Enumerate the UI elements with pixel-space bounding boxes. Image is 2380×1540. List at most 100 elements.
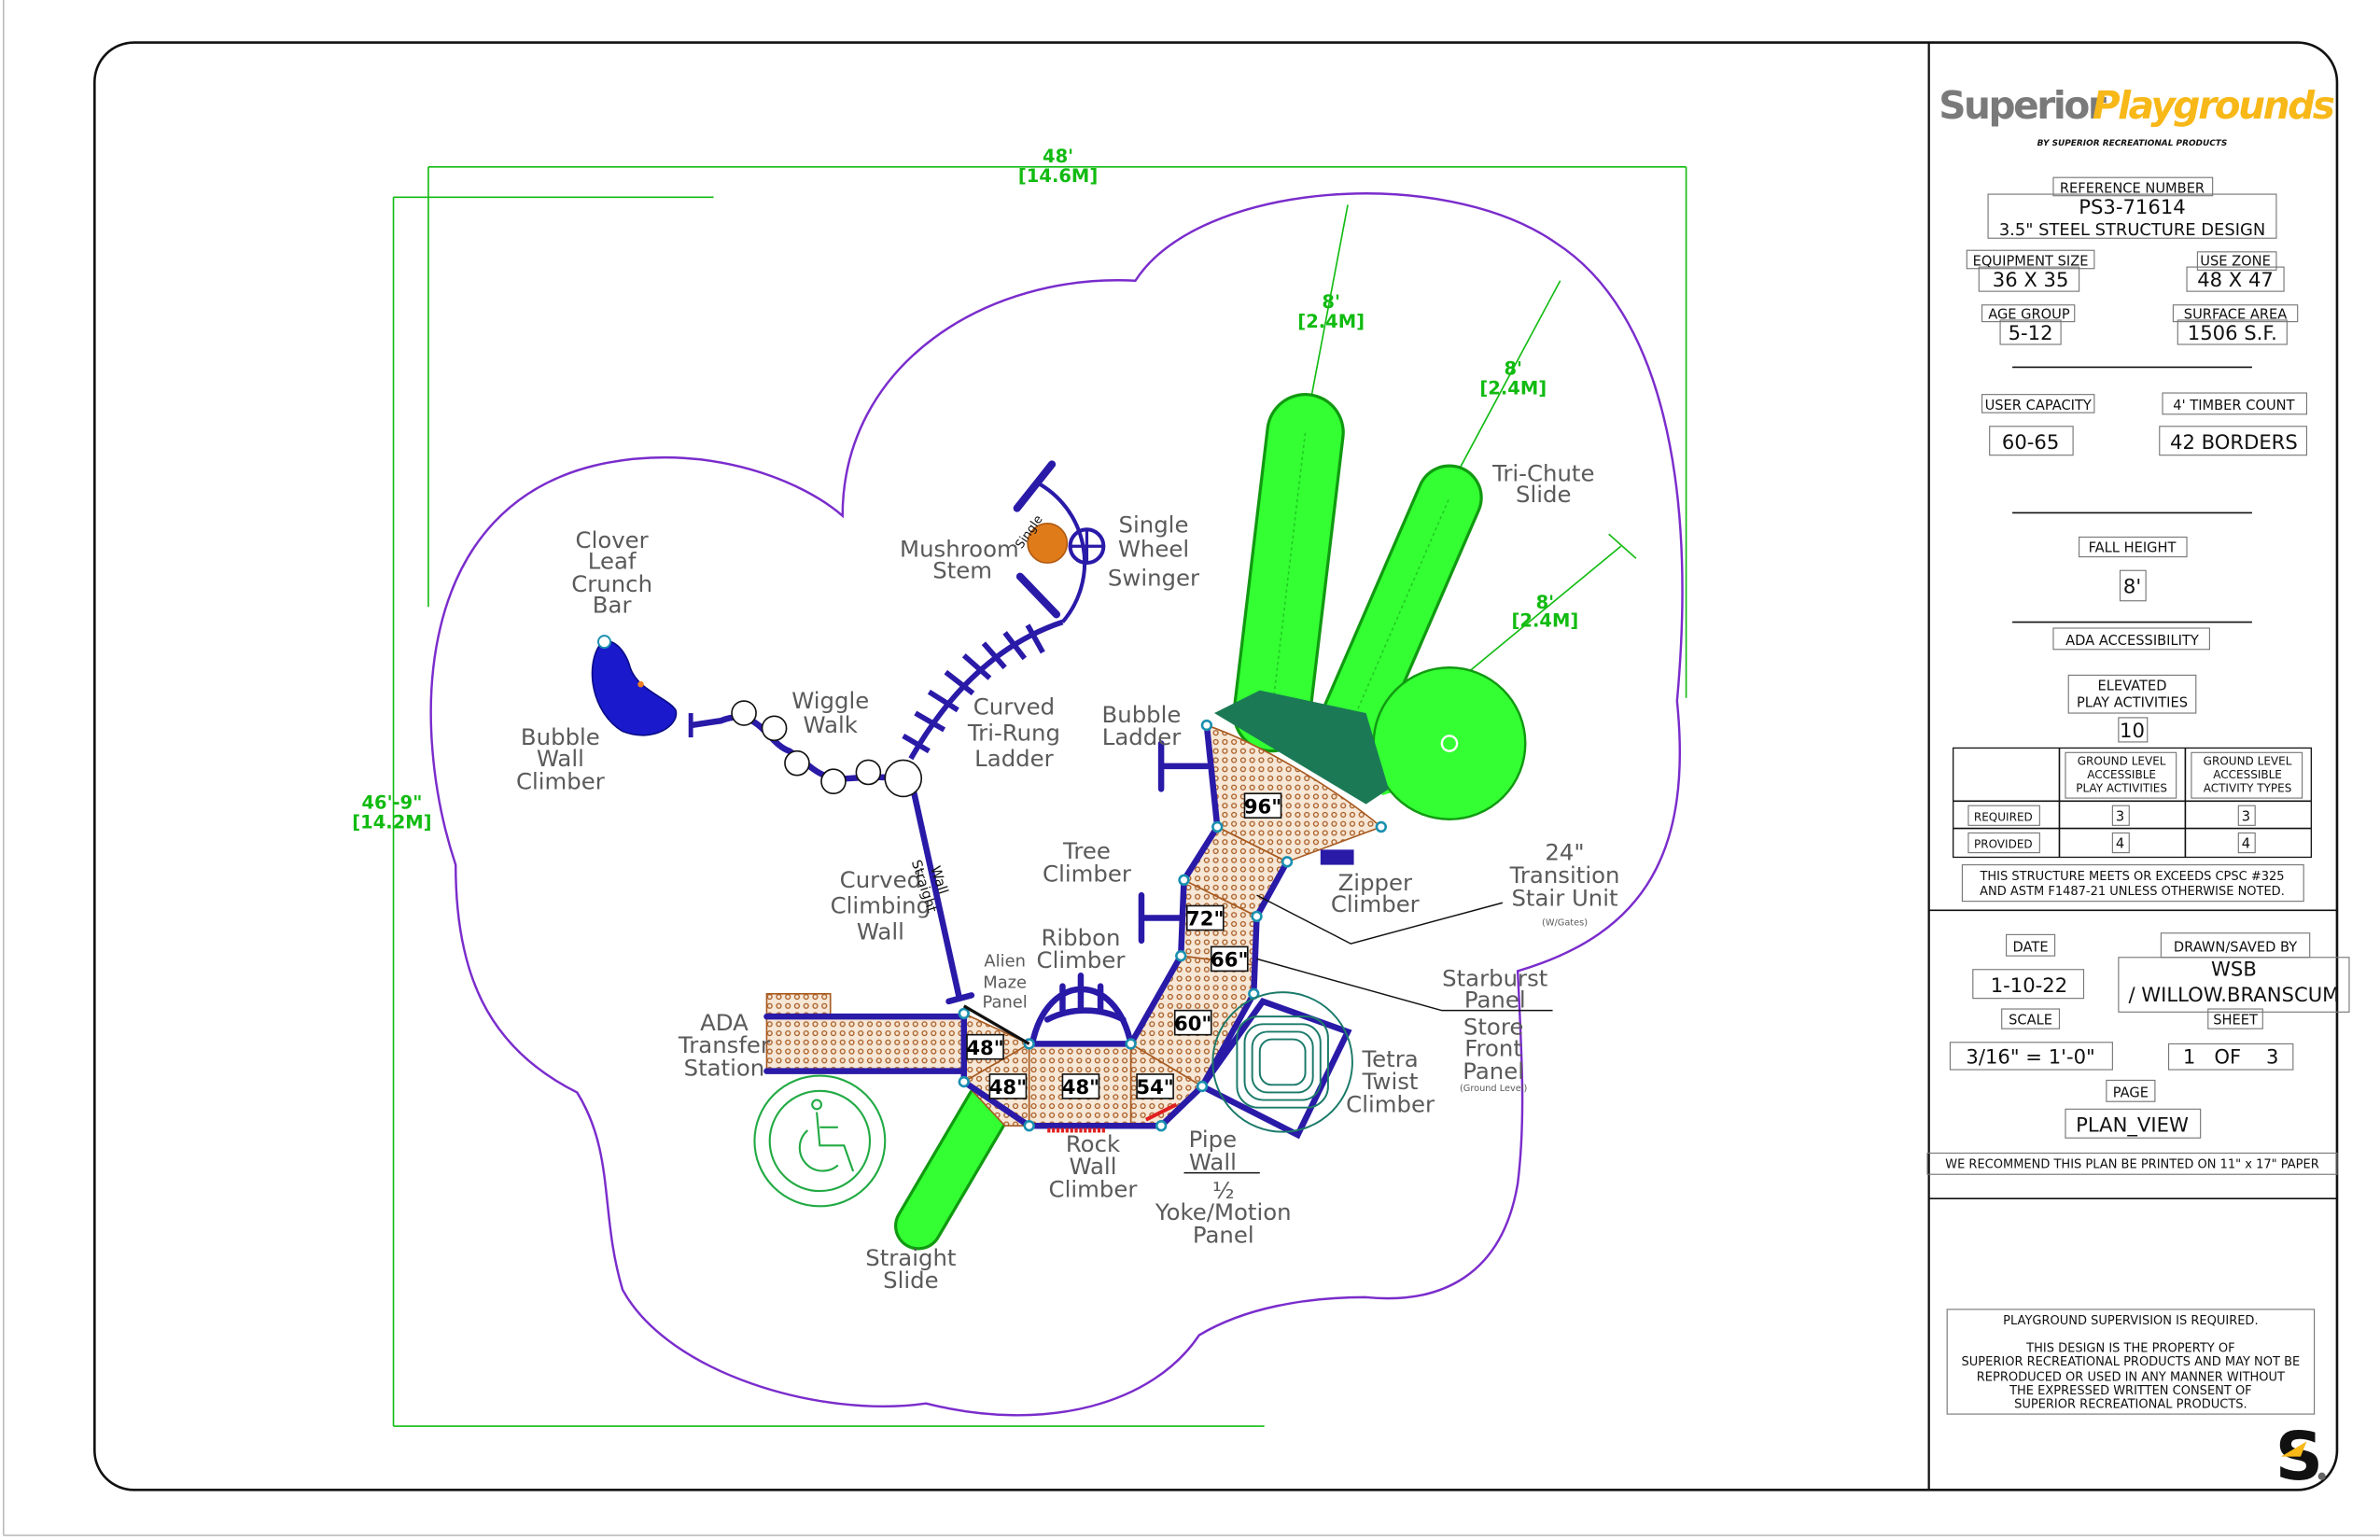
use-zone-boundary [429,192,1684,1417]
brand-s-mark-icon: S [2275,1418,2326,1495]
deck-height: 96" [1244,794,1281,818]
label-pipe-wall: Wall [1189,1148,1237,1175]
label-bubble-wall: Climber [516,767,606,794]
reference-number: PS3-71614 [2079,195,2185,218]
mushroom-stem [1027,523,1069,564]
label-tri-chute: Tri-Chute [1491,459,1594,486]
label-bubble-ladder: Bubble [1102,701,1182,728]
deck-height: 54" [1136,1075,1173,1099]
structure-design: 3.5" STEEL STRUCTURE DESIGN [1999,220,2265,240]
wiggle-walk [688,700,923,798]
logo-word-superior: Superior [1939,83,2107,128]
label-ribbon-climber: Climber [1037,946,1127,973]
label-zipper-climber: Climber [1331,890,1421,917]
label-stair-unit: Transition [1509,861,1620,889]
zone-dimension-m: [2.4M] [1512,609,1579,631]
label-ada-transfer: Transfer [678,1031,771,1058]
component-labels: Clover Leaf Crunch Bar Bubble Wall Climb… [516,459,1620,1294]
deck-height: 66" [1211,948,1248,972]
equipment-size-label: EQUIPMENT SIZE [1973,253,2089,269]
label-wiggle-walk: Wiggle [791,687,869,714]
reference-number-label: REFERENCE NUMBER [2060,180,2205,196]
scale: 3/16" = 1'-0" [1966,1045,2094,1069]
elevated-activities: 10 [2120,719,2145,742]
use-zone: 48 X 47 [2197,268,2274,291]
tetra-twist-climber [1211,991,1353,1133]
ada-accessibility-label: ADA ACCESSIBILITY [2065,633,2199,649]
pipe-wall-panel [1144,1102,1178,1122]
age-group: 5-12 [2009,321,2053,344]
ada-table: GROUND LEVEL ACCESSIBLE PLAY ACTIVITIES … [1953,747,2312,859]
label-curved-wall: Wall [857,917,904,945]
label-starburst: Panel [1464,986,1526,1013]
label-alien-maze: Panel [983,992,1028,1012]
user-capacity-label: USER CAPACITY [1985,398,2092,413]
equipment-size: 36 X 35 [1993,268,2069,291]
label-store-front: Panel [1463,1057,1524,1085]
date-label: DATE [2013,939,2049,955]
print-recommendation: WE RECOMMEND THIS PLAN BE PRINTED ON 11"… [1945,1158,2319,1172]
property-notice: SUPERIOR RECREATIONAL PRODUCTS. [2014,1398,2247,1412]
leader-lines [1183,894,1553,1174]
table-cell: 3 [2116,808,2124,824]
label-wiggle-walk: Walk [804,711,859,738]
label-tetra-twist: Climber [1346,1091,1435,1118]
drawing-border [93,41,2339,1491]
deck-height: 48" [989,1075,1027,1099]
height-dimension-ft: 46'-9" [361,791,422,813]
label-zipper-climber: Zipper [1338,869,1413,896]
deck-height: 48" [1062,1075,1099,1099]
label-tri-rung: Ladder [974,745,1054,772]
label-curved-wall: Curved [840,866,921,893]
label-ada-transfer: Station [684,1055,765,1082]
label-tetra-twist: Twist [1362,1068,1419,1095]
label-yoke-panel: Panel [1193,1221,1254,1248]
wheelchair-accessible-icon [753,1074,887,1208]
label-tetra-twist: Tetra [1361,1045,1418,1072]
label-tree-climber: Climber [1043,860,1132,887]
label-curved-wall: Climbing [831,892,931,919]
width-dimension-m: [14.6M] [1018,165,1098,187]
label-yoke-panel: ½ [1212,1177,1235,1204]
label-tri-rung: Curved [973,693,1055,721]
deck-height: 48" [966,1036,1003,1059]
single-wheel-swinger [1013,460,1106,623]
label-stair-unit: Stair Unit [1511,884,1617,911]
label-stair-unit-note: (W/Gates) [1542,918,1588,929]
property-notice: THIS DESIGN IS THE PROPERTY OF [2025,1341,2234,1355]
label-clover-leaf: Crunch [571,570,652,597]
label-pipe-wall: Pipe [1189,1126,1237,1153]
brand-logo: Superior Playgrounds BY SUPERIOR RECREAT… [1939,83,2336,148]
label-straight-slide: Slide [883,1267,938,1294]
drawn-by-label: DRAWN/SAVED BY [2174,939,2297,955]
age-group-label: AGE GROUP [1988,306,2070,322]
table-header: GROUND LEVEL [2204,754,2292,767]
use-zone-label: USE ZONE [2200,253,2271,269]
deck-platforms [765,723,1383,1127]
supervision-notice: PLAYGROUND SUPERVISION IS REQUIRED. [2003,1314,2258,1328]
page-name: PLAN_VIEW [2076,1113,2189,1138]
drawn-by-name: / WILLOW.BRANSCUM [2128,983,2339,1006]
zone-dimension-m: [2.4M] [1479,378,1547,399]
property-notice: SUPERIOR RECREATIONAL PRODUCTS AND MAY N… [1962,1355,2301,1369]
tri-chute-slide [1214,393,1527,821]
deck-height-labels: 96" 72" 66" 60" 48" 48" 48" 54" [966,792,1282,1099]
logo-word-playgrounds: Playgrounds [2093,83,2334,128]
table-header: ACCESSIBLE [2087,768,2156,781]
label-straight-slide: Straight [865,1244,956,1271]
height-dimension-m: [14.2M] [352,812,431,833]
deck-height: 60" [1174,1012,1211,1035]
label-clover-leaf: Bar [593,592,633,619]
width-dimension-ft: 48' [1043,146,1073,167]
table-cell: 3 [2242,808,2250,824]
scale-label: SCALE [2009,1012,2052,1028]
structure-frame [763,721,1354,1140]
label-clover-leaf: Clover [576,526,650,553]
label-tree-climber: Tree [1062,837,1111,864]
table-cell: 4 [2116,836,2124,852]
timber-count-label: 4' TIMBER COUNT [2173,398,2294,413]
sheet-number: 1 OF 3 [2183,1045,2279,1069]
label-rock-wall: Rock [1066,1130,1121,1157]
label-swinger: Swinger [1108,564,1200,591]
